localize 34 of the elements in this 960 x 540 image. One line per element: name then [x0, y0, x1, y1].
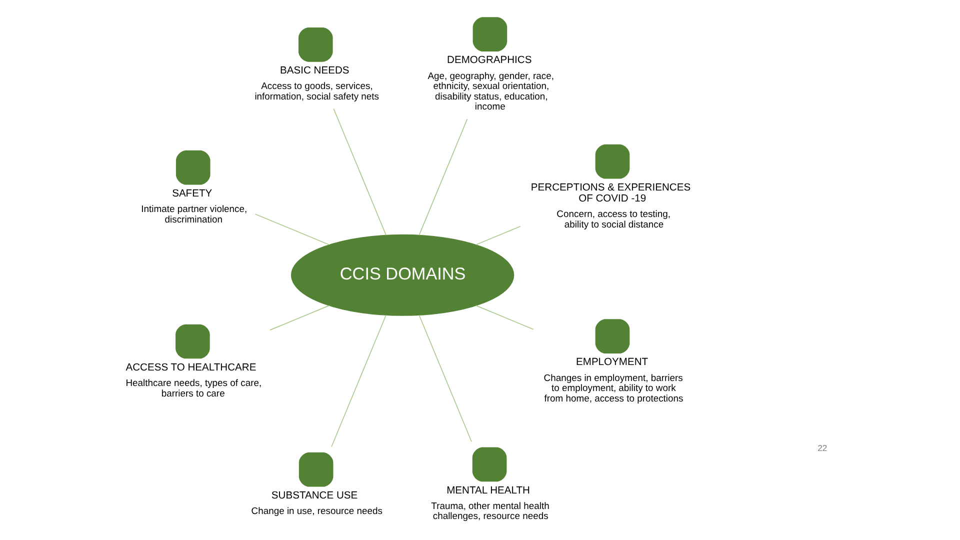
connector — [475, 305, 534, 330]
node-label: ACCESS TO HEALTHCARE — [125, 362, 256, 374]
node-label: SUBSTANCE USE — [270, 490, 358, 502]
node-label: MENTAL HEALTH — [446, 485, 530, 496]
node-box — [594, 319, 630, 354]
node-label: Healthcare needs, types of care, barriers to care — [125, 378, 262, 400]
label: 22 — [817, 443, 827, 454]
node-label: DEMOGRAPHICS — [446, 55, 532, 66]
node-label: SAFETY — [172, 188, 212, 200]
node-label: EMPLOYMENT — [576, 357, 648, 368]
node-label: Intimate partner violence, discrimination — [140, 204, 247, 226]
node-box — [472, 17, 507, 52]
connector — [254, 214, 330, 246]
node-box — [472, 447, 506, 482]
node-box — [175, 150, 210, 185]
node-box — [175, 324, 210, 359]
connector — [332, 108, 386, 236]
connector — [269, 305, 330, 330]
node-box — [594, 144, 630, 179]
node-box — [298, 27, 332, 62]
connector — [330, 314, 386, 448]
node-label: PERCEPTIONS & EXPERIENCES OF COVID -19 — [530, 182, 690, 205]
node-label: Age, geography, gender, race, ethnicity, sexual orientation, disability status, education, income — [427, 70, 554, 113]
node-label: Change in use, resource needs — [250, 506, 382, 518]
connector — [418, 314, 472, 442]
node-ellipse: CCIS DOMAINS — [290, 234, 514, 316]
connector — [475, 226, 520, 246]
node-label: Changes in employment, barriers to employment, ability to work from home, access to protections — [543, 372, 683, 404]
node-label: Trauma, other mental health challenges, resource needs — [430, 500, 549, 522]
node-label: Access to goods, services, information, social safety nets — [254, 81, 379, 102]
node-label: BASIC NEEDS — [280, 65, 349, 76]
node-box — [298, 452, 333, 487]
node-label: Concern, access to testing, ability to social distance — [556, 209, 670, 231]
connector — [418, 118, 468, 236]
